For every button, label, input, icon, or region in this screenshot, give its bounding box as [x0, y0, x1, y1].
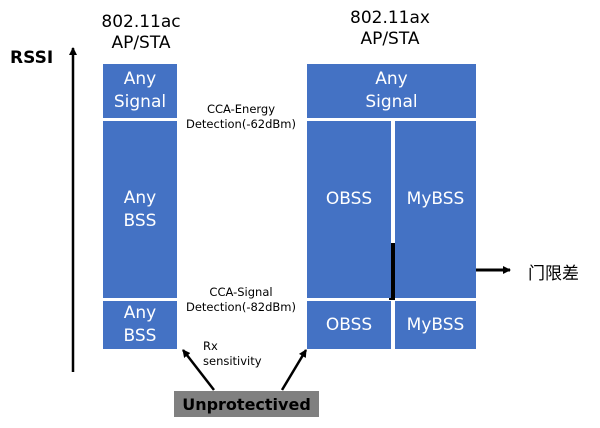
left-any-bss-low-block: Any BSS [103, 301, 177, 349]
unprotected-arrow-left [182, 349, 215, 391]
cca-signal-line1: CCA-Signal [209, 285, 273, 299]
threshold-diff-label: 门限差 [528, 264, 579, 284]
cca-energy-line2: Detection(-62dBm) [185, 117, 296, 131]
left-any-bss-low-line1: Any [123, 303, 157, 323]
unprotected-label: Unprotectived [182, 394, 311, 414]
right-title-line1: 802.11ax [350, 8, 430, 28]
left-any-signal-line2: Signal [113, 92, 167, 112]
rx-sensitivity-label: Rx sensitivity [203, 339, 262, 369]
unprotected-arrow-right [280, 349, 308, 391]
right-title-line2: AP/STA [360, 29, 420, 49]
left-title-line1: 802.11ac [101, 12, 181, 32]
left-any-bss-line1: Any [123, 187, 157, 208]
cca-signal-line2: Detection(-82dBm) [185, 300, 296, 314]
left-any-signal-line1: Any [123, 69, 157, 89]
unprotected-box: Unprotectived [174, 391, 319, 417]
cca-signal-label: CCA-Signal Detection(-82dBm) [176, 285, 306, 315]
left-column-title: 802.11ac AP/STA [92, 12, 190, 54]
cca-energy-line1: CCA-Energy [206, 102, 276, 116]
right-any-signal-line2: Signal [365, 92, 418, 112]
rx-line1: Rx [203, 339, 218, 353]
left-title-line2: AP/STA [111, 33, 171, 53]
right-any-signal-line1: Any [375, 69, 408, 89]
right-mybss-low-block: MyBSS [395, 301, 476, 349]
left-any-bss-block: Any BSS [103, 121, 177, 298]
right-mybss-block: MyBSS [395, 121, 476, 298]
left-any-bss-low-line2: BSS [123, 326, 157, 346]
right-obss-low-block: OBSS [307, 301, 391, 349]
left-any-bss-line2: BSS [123, 210, 157, 231]
right-any-signal-block: Any Signal [307, 64, 476, 118]
left-any-signal-block: Any Signal [103, 64, 177, 118]
right-obss-block: OBSS [307, 121, 391, 298]
rssi-axis-label: RSSI [10, 48, 54, 68]
rx-line2: sensitivity [203, 354, 262, 368]
right-column-title: 802.11ax AP/STA [340, 8, 440, 50]
cca-energy-label: CCA-Energy Detection(-62dBm) [176, 102, 306, 132]
